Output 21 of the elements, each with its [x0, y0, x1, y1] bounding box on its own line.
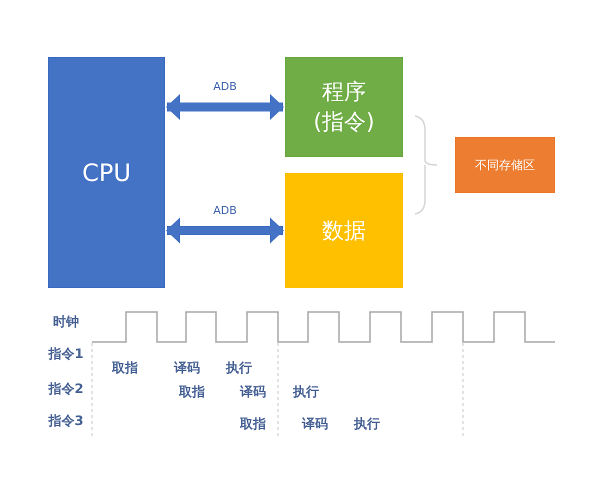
- stage-label: 取指: [112, 360, 138, 377]
- row-label: 指令3: [48, 413, 84, 430]
- memory-block: 数据: [285, 173, 403, 288]
- double-arrow: [166, 218, 284, 244]
- row-label: 指令1: [48, 346, 84, 363]
- row-label: 指令2: [48, 381, 84, 398]
- stage-label: 取指: [179, 384, 205, 401]
- stage-label: 取指: [240, 416, 266, 433]
- stage-label: 执行: [226, 360, 252, 377]
- processor-block: CPU: [48, 57, 165, 288]
- double-arrow: [166, 94, 284, 120]
- stage-label: 译码: [240, 384, 266, 401]
- memory-block: 程序 (指令): [285, 57, 403, 157]
- edge-label: ADB: [211, 80, 239, 93]
- stage-label: 执行: [293, 384, 319, 401]
- stage-label: 译码: [174, 360, 200, 377]
- stage-label: 译码: [302, 416, 328, 433]
- storage-block: 不同存储区: [455, 137, 555, 193]
- stage-label: 执行: [354, 416, 380, 433]
- edge-label: ADB: [211, 204, 239, 216]
- row-label: 时钟: [53, 314, 79, 331]
